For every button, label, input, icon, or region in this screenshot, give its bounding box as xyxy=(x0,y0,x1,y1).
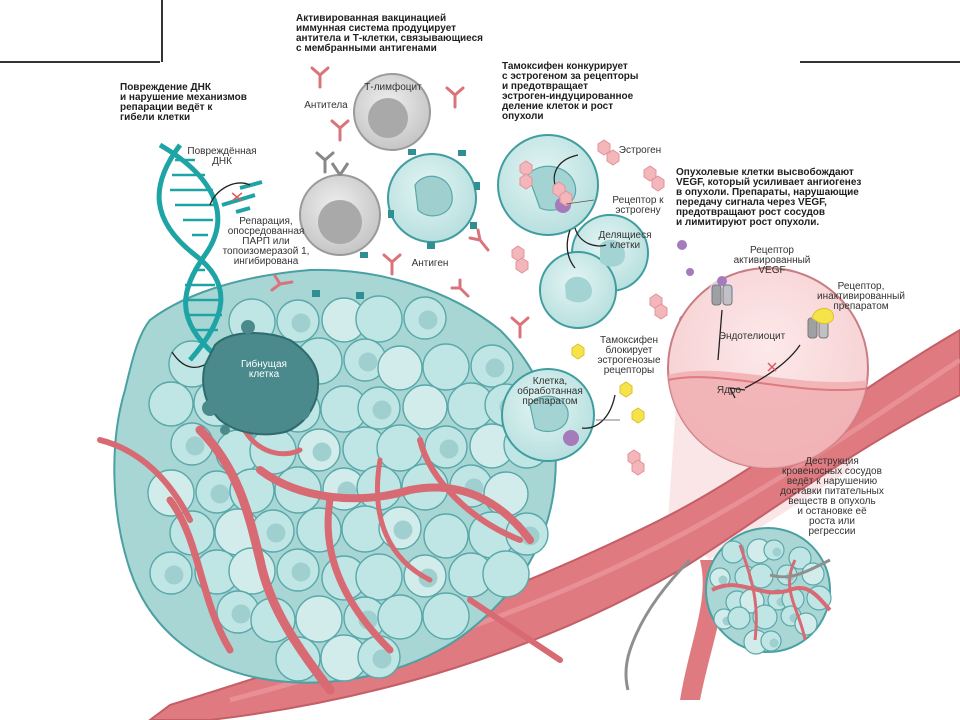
antibody-label: Антитела xyxy=(304,100,348,111)
dna-damage-heading: Повреждение ДНК и нарушение механизмов р… xyxy=(120,82,247,123)
tumor-cell xyxy=(423,513,469,559)
cell-nucleus xyxy=(358,352,378,372)
cell-nucleus xyxy=(439,439,459,459)
cell-nucleus xyxy=(164,565,184,585)
bound-antibody xyxy=(330,162,350,176)
membrane-antigens xyxy=(312,149,480,299)
cell-nucleus xyxy=(372,400,392,420)
endothelial-zoom xyxy=(667,267,869,469)
tumor-cell xyxy=(422,592,470,640)
tumor-cell xyxy=(727,606,751,630)
cell-nucleus xyxy=(772,547,782,557)
cell-nucleus xyxy=(718,575,728,585)
receptor-inactivated-label: Рецептор, инактивированный препаратом xyxy=(817,281,905,312)
cell-nucleus xyxy=(185,436,205,456)
division-arrow-1 xyxy=(574,227,607,247)
endothelial-label: Эндотелиоцит xyxy=(718,331,786,342)
treated-cell xyxy=(501,368,595,462)
dying-cell xyxy=(202,320,320,436)
t-lymphocyte-top xyxy=(353,73,431,151)
tumor-cell xyxy=(296,507,342,553)
tumor-cell xyxy=(275,636,321,682)
tumor-cell xyxy=(801,562,825,586)
tumor-cell xyxy=(295,595,343,643)
dividing-cells-label: Делящиеся клетки xyxy=(598,230,652,251)
cell-nucleus xyxy=(231,604,251,624)
cell-nucleus xyxy=(312,442,332,462)
antibodies xyxy=(270,66,530,339)
cell-nucleus xyxy=(769,638,779,648)
tumor-cell xyxy=(482,550,530,598)
tumor-cell xyxy=(355,295,403,343)
treated-cell-label: Клетка, обработанная препаратом xyxy=(517,376,583,407)
cell-nucleus xyxy=(372,649,392,669)
cell-nucleus xyxy=(291,313,311,333)
tumor-cell xyxy=(422,343,470,391)
cell-nucleus xyxy=(485,358,505,378)
tumor-cell xyxy=(355,553,403,601)
repair-arrow xyxy=(209,182,251,206)
cell-nucleus xyxy=(210,484,230,504)
tumor-cell xyxy=(377,345,423,391)
estrogen-receptor-label: Рецептор к эстрогену xyxy=(612,195,664,216)
cell-nucleus xyxy=(291,562,311,582)
damaged-dna-label: Повреждённая ДНК xyxy=(187,146,257,167)
tumor-cell xyxy=(721,540,745,564)
tumor-cell xyxy=(377,594,423,640)
cell-nucleus xyxy=(393,520,413,540)
dying-cell-label: Гибнущая клетка xyxy=(241,359,287,380)
estrogen-receptor-cell xyxy=(497,134,599,236)
repair-inhibited-label: Репарация, опосредованная ПАРП или топои… xyxy=(222,216,310,267)
antigen-cell xyxy=(387,153,477,243)
cell-nucleus xyxy=(418,310,438,330)
tumor-cell xyxy=(752,604,778,630)
tamoxifen-arrow xyxy=(581,394,616,429)
t-lymphocyte-bottom xyxy=(299,174,381,256)
pointer-lines xyxy=(565,199,620,421)
vaccine-heading: Активированная вакцинацией иммунная сист… xyxy=(296,13,483,54)
antigen-label: Антиген xyxy=(411,258,449,269)
tumor-cell xyxy=(402,384,448,430)
vessel-destruction-label: Деструкция кровеносных сосудов ведёт к н… xyxy=(780,456,884,537)
cell-nucleus xyxy=(266,523,286,543)
vegf-heading: Опухолевые клетки высвобождают VEGF, кот… xyxy=(676,167,862,228)
tumor-cell xyxy=(148,381,194,427)
tamoxifen-heading: Тамоксифен конкурирует с эстрогеном за р… xyxy=(502,61,639,122)
vegf-active-receptor-label: Рецептор активированный VEGF xyxy=(733,245,811,276)
tamoxifen-blocks-label: Тамоксифен блокирует эстрогенозые рецепт… xyxy=(597,335,661,376)
estrogen-molecules xyxy=(511,139,668,476)
dna-helix xyxy=(156,142,263,362)
nucleus-label: Ядро xyxy=(716,385,742,396)
tumor-cell xyxy=(376,424,424,472)
t-cell-label: Т-лимфоцит xyxy=(364,82,422,93)
tumor-vessels xyxy=(97,417,563,695)
dividing-cells xyxy=(539,214,649,329)
division-arrow-2 xyxy=(566,229,576,269)
regressed-tumor xyxy=(624,527,832,691)
estrogen-label: Эстроген xyxy=(618,145,662,156)
